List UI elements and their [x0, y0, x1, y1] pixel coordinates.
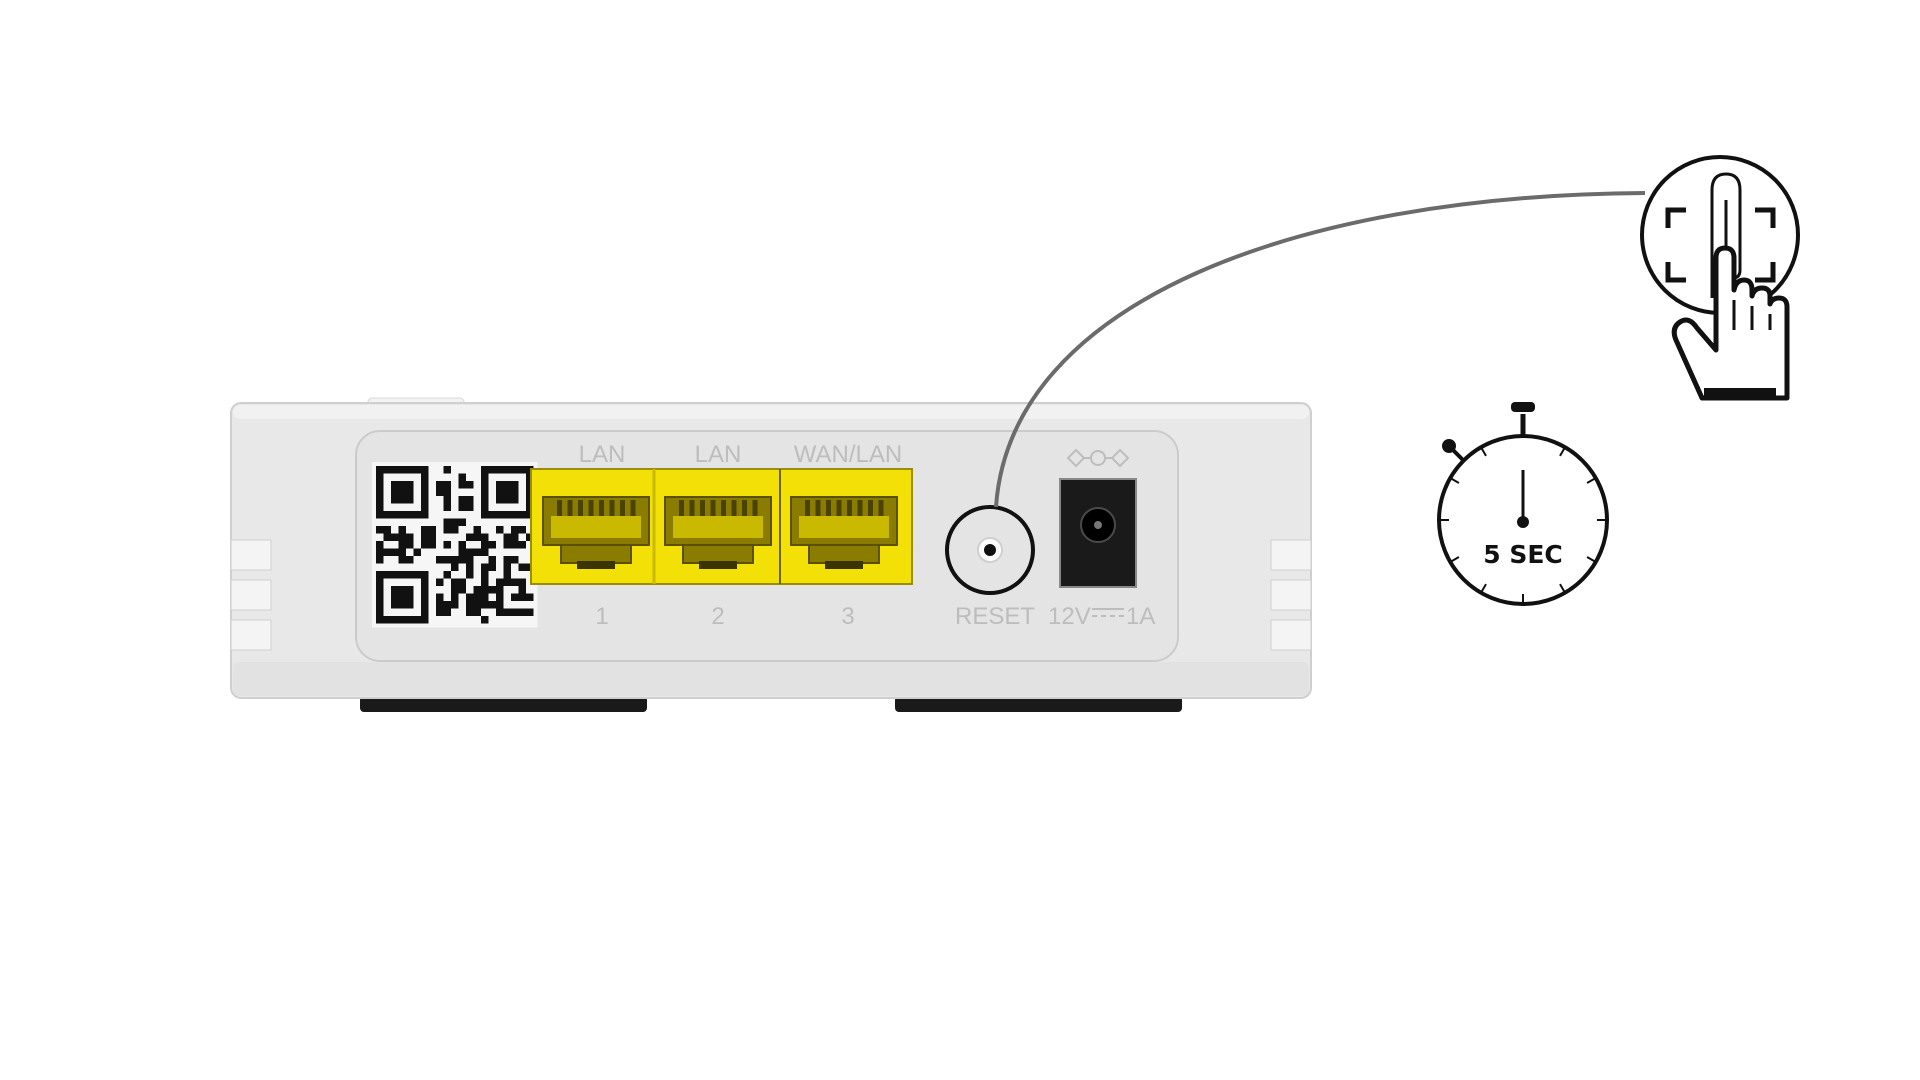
connector-line [994, 191, 1646, 508]
ethernet-port-block [530, 468, 913, 585]
side-vents-left [230, 539, 272, 651]
reset-label: RESET [954, 603, 1035, 630]
polarity-symbol-icon [1066, 448, 1130, 468]
ethernet-port-2 [664, 496, 772, 569]
reset-pin-icon [945, 505, 1035, 595]
ethernet-port-3 [790, 496, 898, 569]
ethernet-port-1 [542, 496, 650, 569]
timer-label: 5 SEC [1483, 540, 1563, 569]
power-current-label: 1A [1126, 603, 1156, 630]
stopwatch-icon [1437, 402, 1609, 606]
port-group-label-lan-2: LAN [694, 441, 742, 468]
router-foot-left [360, 696, 647, 712]
port-group-label-wan-lan: WAN/LAN [793, 441, 903, 468]
port-number-3: 3 [841, 603, 855, 630]
side-vents-right [1270, 539, 1312, 651]
port-number-2: 2 [711, 603, 725, 630]
qr-code-icon [372, 462, 538, 628]
port-number-1: 1 [595, 603, 609, 630]
power-jack-icon [1059, 448, 1137, 617]
power-voltage-label: 12V [1048, 603, 1091, 630]
paperclip-finger-icon [1640, 155, 1800, 401]
dc-symbol-icon [1092, 608, 1124, 617]
port-group-label-lan-1: LAN [578, 441, 626, 468]
router-foot-right [895, 696, 1182, 712]
